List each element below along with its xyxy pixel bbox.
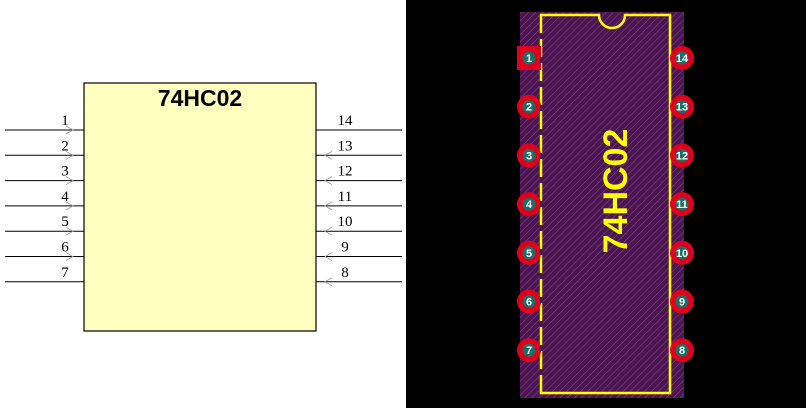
pad-number: 1	[526, 53, 532, 65]
pin-number: 4	[61, 189, 69, 205]
left-pad-group: 1 2 3 4 5 6 7	[517, 46, 541, 363]
ic-body	[83, 82, 317, 332]
pad-number: 13	[676, 102, 688, 114]
part-name: 74HC02	[158, 85, 242, 111]
schematic-symbol: 11Y21A31B42Y52A62B7GND 14VCC134Y124B114A…	[5, 82, 402, 332]
pin-number: 14	[338, 113, 354, 129]
pad-number: 14	[676, 53, 689, 65]
pcb-pad: 14	[670, 46, 694, 70]
pin-number: 7	[61, 265, 69, 281]
right-pad-group: 14 13 12 11 10 9 8	[670, 46, 694, 363]
pcb-pad: 12	[670, 143, 694, 168]
pcb-pad: 13	[670, 94, 694, 119]
pad-number: 11	[676, 199, 688, 211]
pcb-pad: 9	[670, 289, 694, 314]
pcb-pad: 11	[670, 192, 694, 217]
pin-number: 9	[341, 240, 349, 256]
pin-number: 6	[61, 240, 69, 256]
pin-number: 8	[341, 265, 349, 281]
pad-number: 4	[526, 199, 533, 211]
pin-number: 11	[338, 189, 352, 205]
pin-number: 13	[338, 138, 353, 154]
pad-number: 2	[526, 102, 532, 114]
pad-number: 12	[676, 150, 688, 162]
component-body	[520, 12, 684, 398]
pad-number: 6	[526, 297, 532, 309]
silkscreen-outline	[539, 13, 672, 395]
pin-number: 1	[61, 113, 69, 129]
pcb-pad: 8	[670, 338, 694, 363]
pcb-pad: 6	[517, 289, 541, 314]
pcb-pad: 3	[517, 143, 541, 168]
pcb-pad: 7	[517, 338, 541, 363]
pad-number: 5	[526, 248, 532, 260]
pcb-part-label: 74HC02	[597, 129, 635, 254]
pin-number: 12	[338, 164, 353, 180]
pad-number: 8	[679, 345, 685, 357]
pad-number: 3	[526, 150, 532, 162]
pcb-pad: 10	[670, 240, 694, 265]
pcb-pad: 1	[517, 46, 541, 70]
pad-number: 10	[676, 248, 688, 260]
pin-number: 5	[61, 214, 69, 230]
pad-number: 9	[679, 297, 685, 309]
pcb-pad: 5	[517, 240, 541, 265]
pcb-pad: 2	[517, 94, 541, 119]
pcb-pad: 4	[517, 192, 541, 217]
pin-number: 2	[61, 138, 69, 154]
pad-number: 7	[526, 345, 532, 357]
pin-number: 3	[61, 164, 69, 180]
pin-number: 10	[338, 214, 353, 230]
